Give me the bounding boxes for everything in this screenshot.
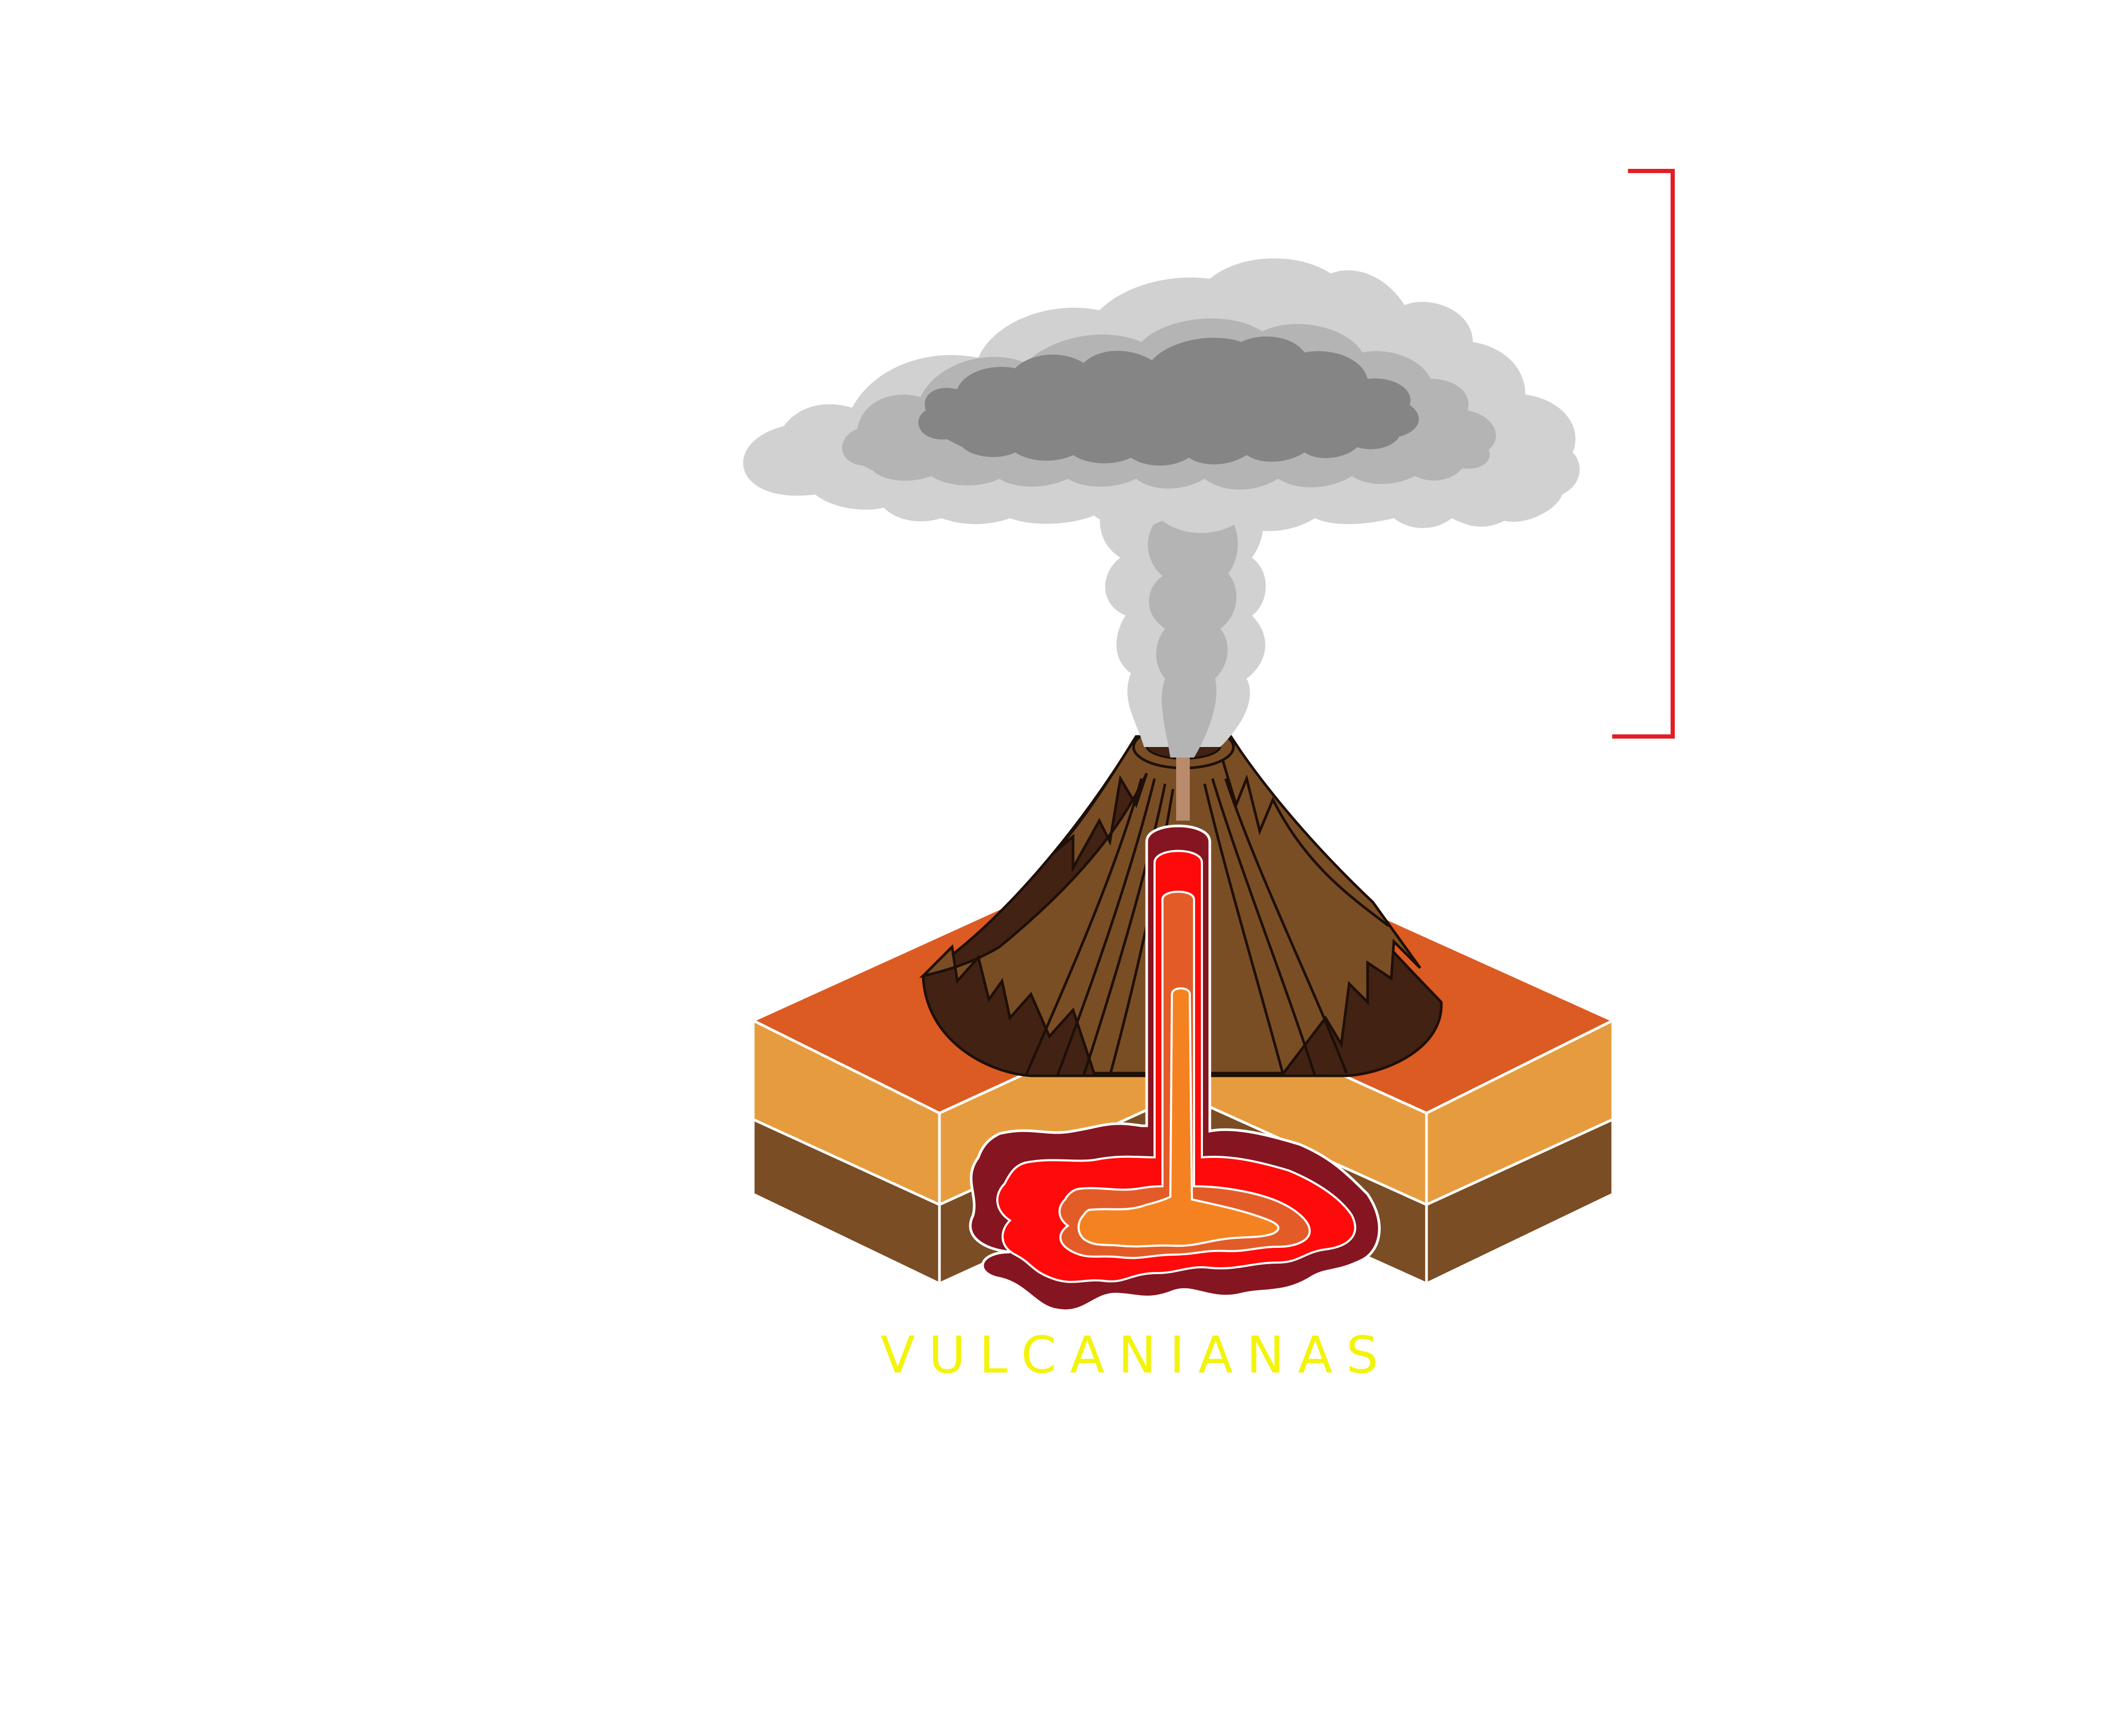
magma-system	[969, 824, 1381, 1313]
diagram-label: VULCANIANAS	[880, 1326, 1392, 1385]
ground-right-lower-layer	[1425, 1117, 1614, 1286]
height-bracket-icon	[1612, 169, 1675, 739]
vent-conduit	[1176, 758, 1190, 821]
ash-stem-mid	[1148, 513, 1238, 758]
magma-core	[1077, 987, 1280, 1248]
ash-cloud-inner	[918, 336, 1419, 466]
ash-column	[743, 258, 1580, 758]
